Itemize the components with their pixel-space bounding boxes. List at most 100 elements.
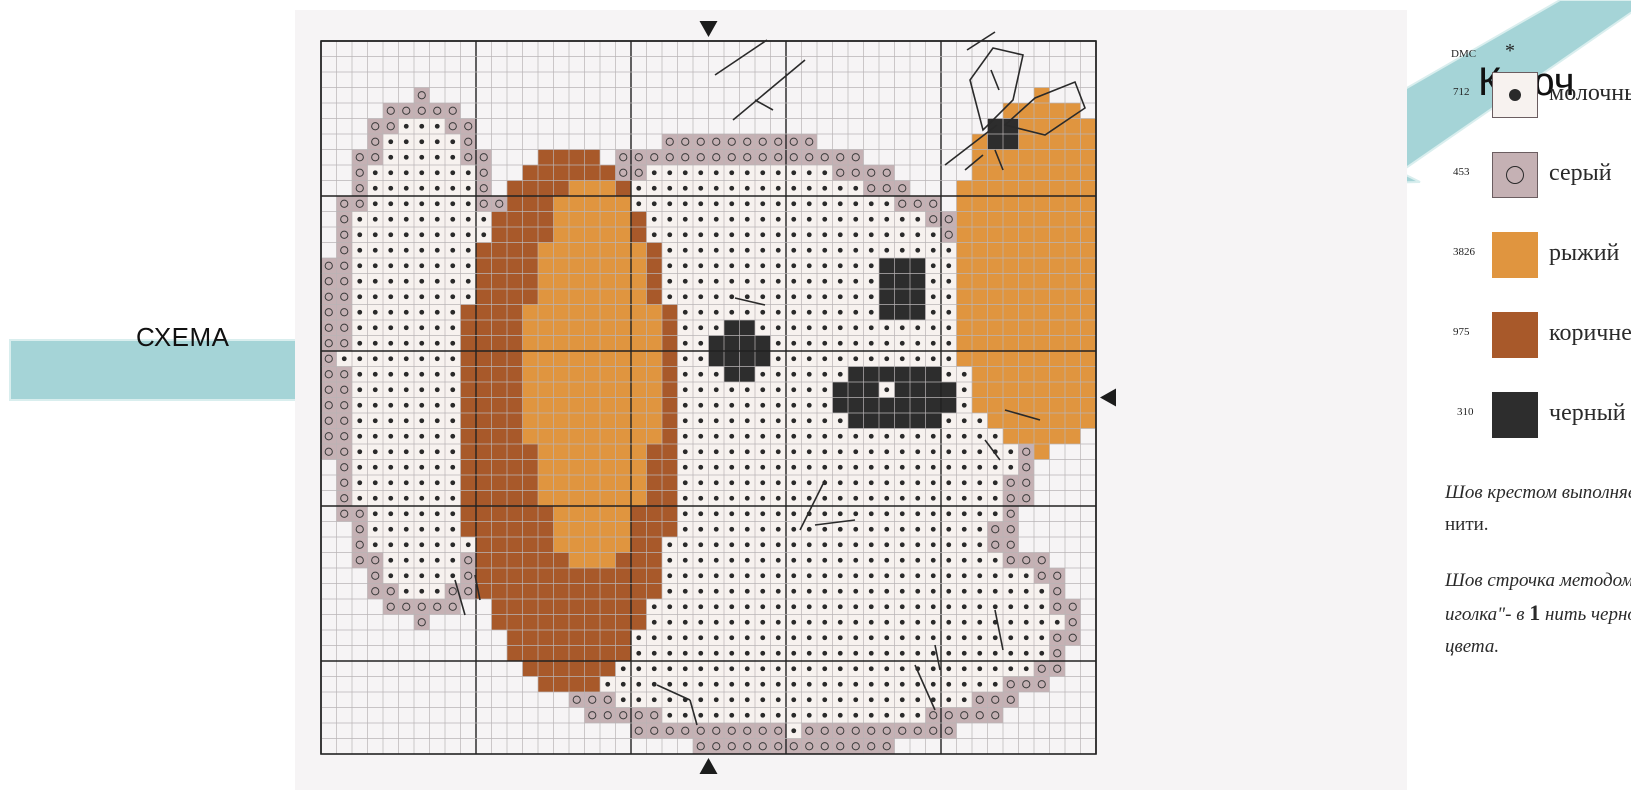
stitch-cell: [554, 196, 570, 212]
stitch-cell: [1034, 274, 1050, 290]
stitch-cell: [631, 444, 647, 460]
stitch-cell: [600, 212, 616, 228]
stitch-cell: [662, 506, 678, 522]
stitch-cell: [569, 289, 585, 305]
legend-row-975: 975 коричневый: [1437, 312, 1631, 362]
stitch-cell: [585, 227, 601, 243]
stitch-cell: [988, 398, 1004, 414]
stitch-cell: [337, 444, 353, 460]
stitch-cell: [554, 677, 570, 693]
stitch-cell: [523, 305, 539, 321]
stitch-cell: [476, 382, 492, 398]
stitch-cell: [476, 196, 492, 212]
stitch-cell: [507, 227, 523, 243]
legend-code: 310: [1457, 406, 1474, 418]
stitch-cell: [895, 289, 911, 305]
stitch-cell: [476, 274, 492, 290]
stitch-cell: [383, 599, 399, 615]
ring-symbol-icon: [1506, 166, 1524, 184]
stitch-cell: [910, 305, 926, 321]
stitch-cell: [941, 723, 957, 739]
stitch-cell: [585, 444, 601, 460]
stitch-cell: [554, 522, 570, 538]
stitch-cell: [569, 181, 585, 197]
stitch-cell: [492, 568, 508, 584]
stitch-cell: [445, 599, 461, 615]
stitch-cell: [1065, 382, 1081, 398]
stitch-cell: [461, 506, 477, 522]
stitch-cell: [957, 181, 973, 197]
stitch-cell: [693, 739, 709, 755]
stitch-cell: [631, 413, 647, 429]
stitch-cell: [833, 739, 849, 755]
stitch-cell: [631, 150, 647, 166]
stitch-cell: [337, 243, 353, 259]
stitch-cell: [724, 351, 740, 367]
stitch-cell: [569, 367, 585, 383]
stitch-cell: [321, 398, 337, 414]
stitch-cell: [600, 398, 616, 414]
stitch-cell: [662, 398, 678, 414]
stitch-cell: [569, 351, 585, 367]
stitch-cell: [554, 444, 570, 460]
stitch-cell: [461, 367, 477, 383]
stitch-cell: [1019, 305, 1035, 321]
stitch-cell: [662, 367, 678, 383]
stitch-cell: [554, 258, 570, 274]
stitch-cell: [972, 382, 988, 398]
stitch-cell: [1050, 243, 1066, 259]
stitch-cell: [833, 723, 849, 739]
stitch-cell: [1081, 382, 1097, 398]
stitch-cell: [662, 150, 678, 166]
stitch-cell: [848, 165, 864, 181]
stitch-cell: [647, 584, 663, 600]
stitch-cell: [988, 522, 1004, 538]
stitch-cell: [538, 630, 554, 646]
stitch-cell: [1050, 336, 1066, 352]
legend-name: коричневый: [1549, 320, 1631, 347]
stitch-cell: [507, 367, 523, 383]
stitch-cell: [321, 444, 337, 460]
stitch-cell: [616, 227, 632, 243]
stitch-cell: [1050, 165, 1066, 181]
stitch-cell: [1050, 398, 1066, 414]
stitch-cell: [507, 491, 523, 507]
stitch-cell: [507, 568, 523, 584]
stitch-cell: [337, 258, 353, 274]
stitch-cell: [507, 243, 523, 259]
stitch-cell: [538, 227, 554, 243]
stitch-cell: [662, 305, 678, 321]
stitch-cell: [771, 150, 787, 166]
stitch-cell: [554, 320, 570, 336]
stitch-cell: [554, 305, 570, 321]
stitch-cell: [647, 444, 663, 460]
stitch-cell: [507, 398, 523, 414]
stitch-cell: [1050, 227, 1066, 243]
stitch-cell: [585, 677, 601, 693]
stitch-cell: [569, 615, 585, 631]
stitch-cell: [337, 196, 353, 212]
stitch-cell: [1034, 413, 1050, 429]
stitch-cell: [647, 475, 663, 491]
stitch-cell: [740, 336, 756, 352]
stitch-cell: [879, 739, 895, 755]
stitch-cell: [554, 475, 570, 491]
stitch-cell: [1019, 475, 1035, 491]
stitch-cell: [569, 429, 585, 445]
stitch-cell: [585, 320, 601, 336]
stitch-cell: [724, 723, 740, 739]
backstitch-line: [715, 40, 767, 75]
stitch-cell: [1081, 274, 1097, 290]
stitch-cell: [600, 615, 616, 631]
stitch-cell: [600, 460, 616, 476]
stitch-cell: [523, 475, 539, 491]
stitch-cell: [1050, 351, 1066, 367]
stitch-cell: [786, 739, 802, 755]
stitch-cell: [709, 723, 725, 739]
stitch-cell: [631, 491, 647, 507]
stitch-cell: [616, 615, 632, 631]
stitch-cell: [647, 382, 663, 398]
stitch-cell: [600, 491, 616, 507]
stitch-cell: [600, 289, 616, 305]
stitch-cell: [864, 739, 880, 755]
